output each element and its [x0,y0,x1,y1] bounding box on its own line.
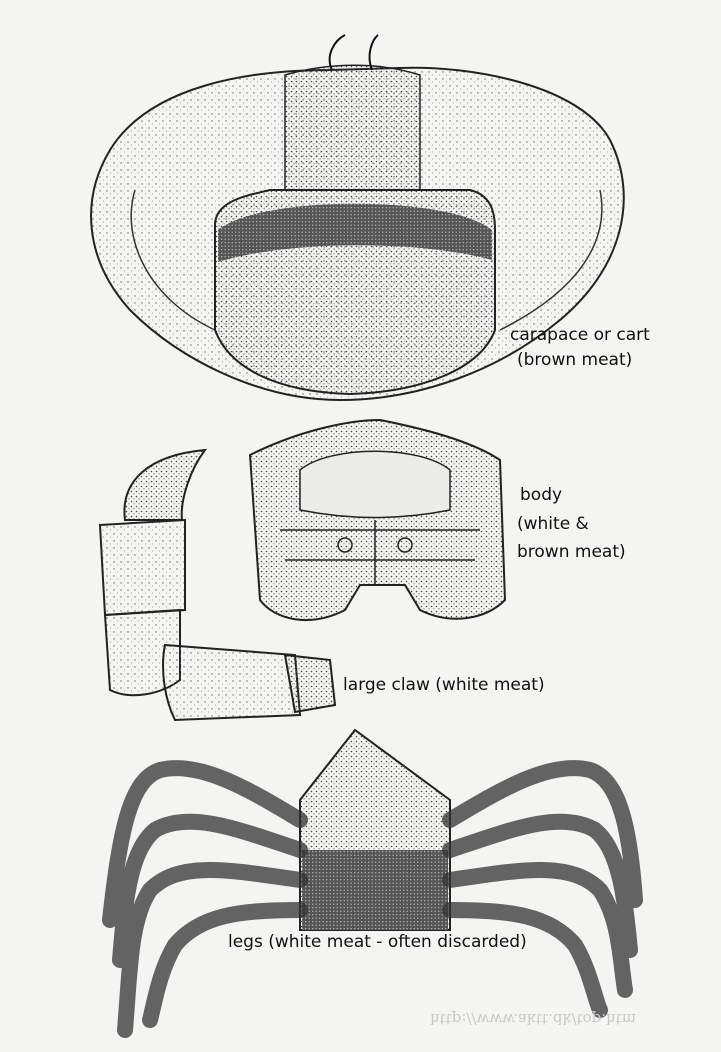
label-body-line3: brown meat) [517,540,626,564]
label-body-line2: (white & [517,512,589,536]
legs-left [110,768,300,1030]
label-legs: legs (white meat - often discarded) [228,930,527,954]
claw-carpus [163,645,300,720]
label-claw: large claw (white meat) [343,673,545,697]
claw-pincer [124,450,205,520]
claw-joint [285,655,335,712]
body-white-cavity [300,451,450,517]
watermark-url: http://www.aktt.dk/top.htm [430,1010,636,1028]
antenna-left-icon [330,35,345,70]
label-carapace-line2: (brown meat) [517,348,632,372]
legs-right [450,768,635,1010]
body-drawing [250,420,505,620]
legs-abdomen-dark [302,850,448,930]
label-carapace-line1: carapace or cart [510,323,650,347]
claw-propodus [100,520,185,615]
carapace-mouth-area [285,65,420,190]
label-body-line1: body [520,483,562,507]
body-outline [250,420,505,620]
legs-drawing [110,730,635,1030]
antenna-right-icon [370,35,378,70]
